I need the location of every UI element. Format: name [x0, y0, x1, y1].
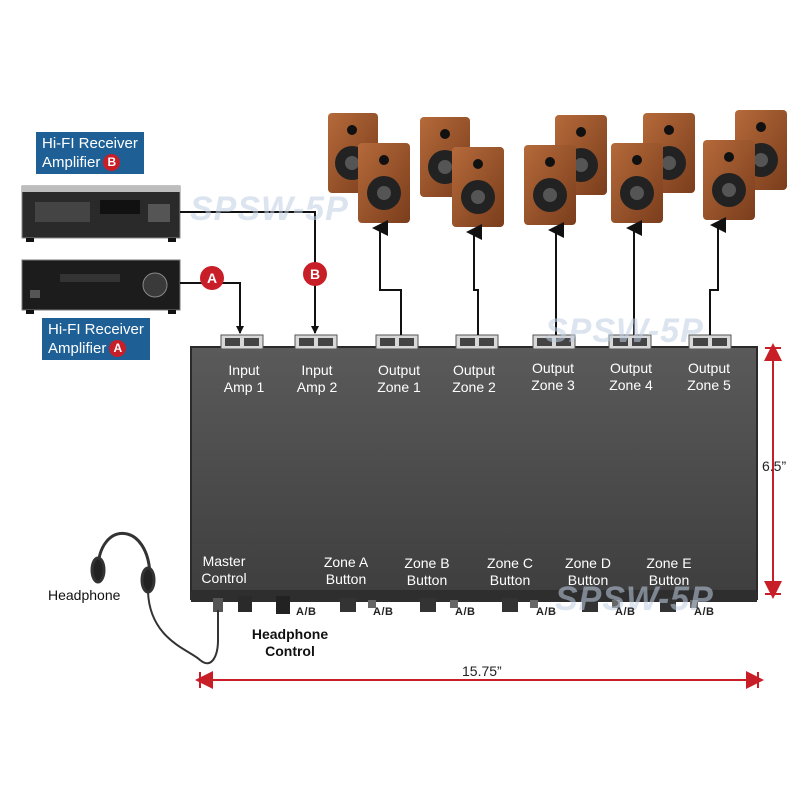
dimension-lines	[195, 343, 782, 689]
ab-label-zone-c: A/B	[455, 606, 476, 618]
receiver-b-badge: B	[103, 154, 121, 171]
ab-label-zone-e2: A/B	[694, 606, 715, 618]
terminal-input-2	[294, 334, 338, 350]
speakers	[328, 110, 787, 227]
label-headphone: Headphone	[48, 587, 121, 603]
speaker-wires	[372, 217, 726, 335]
terminal-output-3	[532, 334, 576, 350]
cable-badge-a: A	[200, 266, 224, 290]
ab-label-zone-e: A/B	[615, 606, 636, 618]
watermark-bottom: SPSW-5P	[555, 580, 714, 618]
front-panel-knobs	[213, 596, 698, 614]
dimension-width: 15.75”	[462, 663, 502, 679]
receiver-a-unit	[21, 259, 181, 314]
receiver-b-line1: Hi-FI Receiver	[42, 135, 138, 152]
ab-label-zone-b: A/B	[373, 606, 394, 618]
terminal-input-1	[220, 334, 264, 350]
receiver-a-line2: Amplifier	[48, 340, 107, 357]
speaker-pair-1	[328, 113, 410, 223]
rear-terminals	[220, 334, 732, 350]
cable-badge-b: B	[303, 262, 327, 286]
terminal-output-4	[608, 334, 652, 350]
speaker-pair-2	[420, 117, 504, 227]
speaker-pair-5	[703, 110, 787, 220]
receiver-a-badge: A	[109, 340, 127, 357]
speaker-selector-body	[190, 346, 758, 602]
speaker-pair-3	[524, 115, 607, 225]
dimension-height: 6.5”	[762, 458, 787, 474]
receiver-b-unit	[21, 185, 181, 242]
watermark-middle: SPSW-5P	[545, 312, 704, 350]
ab-label-zone-d: A/B	[536, 606, 557, 618]
receiver-a-line1: Hi-FI Receiver	[48, 321, 144, 338]
speaker-pair-4	[611, 113, 695, 223]
ab-label-zone-a: A/B	[296, 606, 317, 618]
terminal-output-1	[375, 334, 419, 350]
watermark-top: SPSW-5P	[190, 190, 349, 228]
terminal-output-2	[455, 334, 499, 350]
headphone-graphic	[90, 532, 219, 665]
input-cables	[180, 211, 316, 333]
receiver-b-line2: Amplifier	[42, 154, 101, 171]
